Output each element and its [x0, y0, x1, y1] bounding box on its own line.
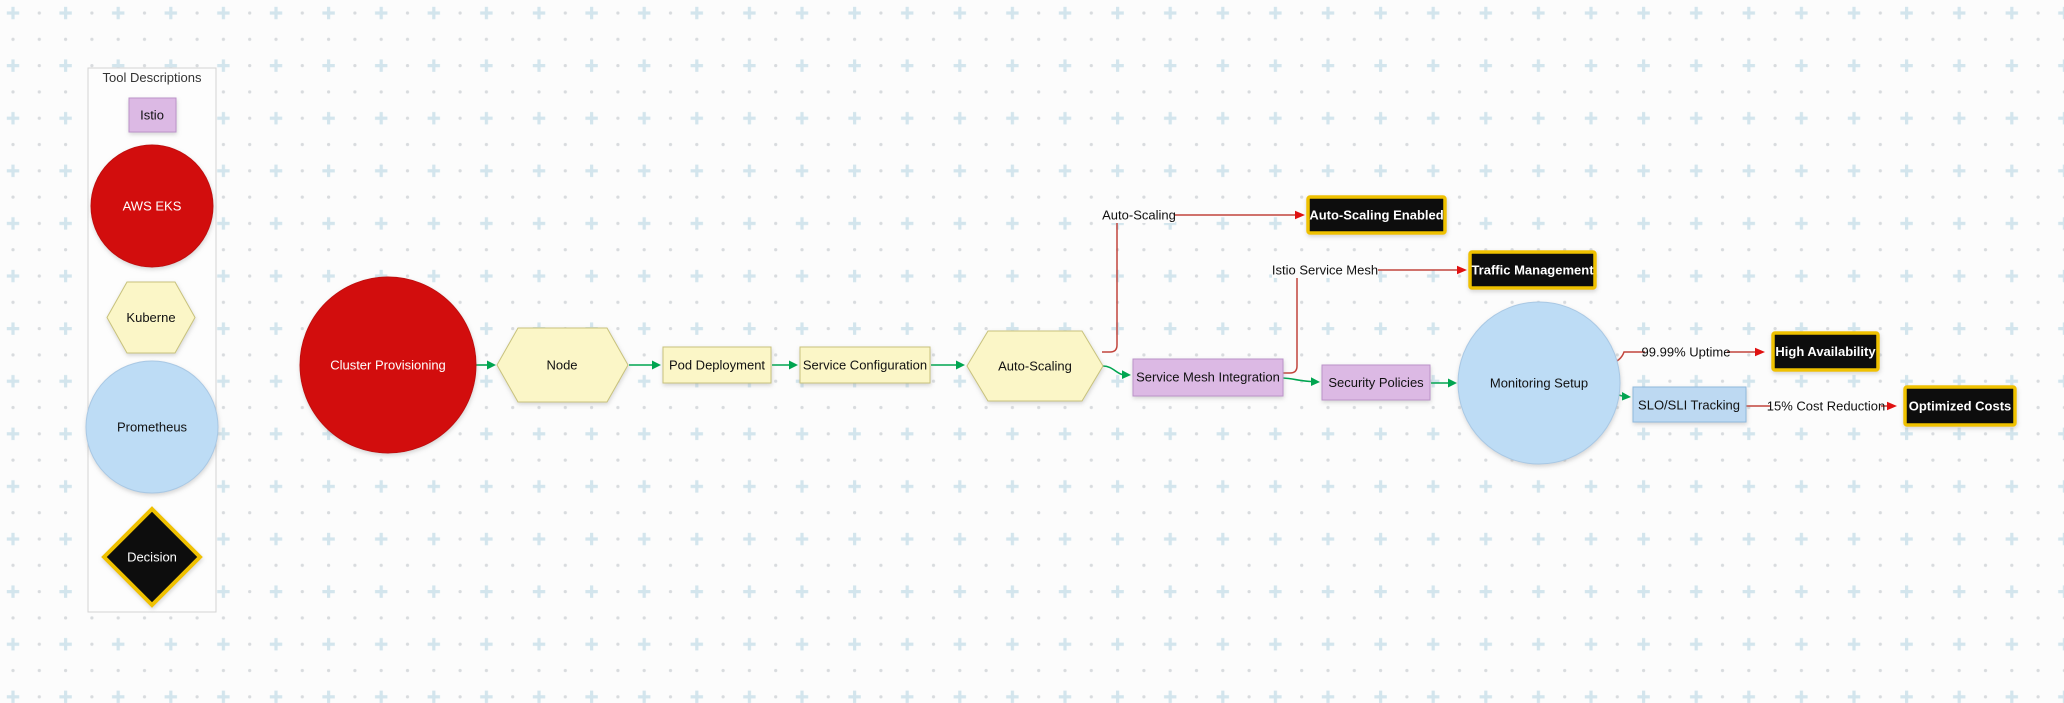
legend-title: Tool Descriptions: [103, 70, 202, 85]
outcome-nodes: Auto-Scaling Enabled Traffic Management …: [1306, 195, 2017, 427]
node-label-auto-scaling: Auto-Scaling: [998, 359, 1072, 374]
node-auto-scaling-enabled: [1306, 195, 1447, 235]
arrowhead-pod-to-serviceconfig: [789, 360, 798, 370]
node-traffic-management: [1468, 250, 1597, 290]
legend-aws-eks-label: AWS EKS: [123, 199, 182, 214]
legend-decision-shape: [101, 506, 203, 608]
legend-prometheus-label: Prometheus: [117, 420, 188, 435]
arrowhead-serviceconfig-to-autoscaling: [956, 360, 965, 370]
legend-kubernetes-label: Kuberne: [126, 310, 175, 325]
node-optimized-costs: [1903, 385, 2017, 427]
node-high-availability: [1771, 331, 1880, 372]
arrowhead-slo-to-costs: [1887, 401, 1897, 411]
legend-decision-label: Decision: [127, 550, 177, 565]
node-node: [496, 327, 629, 403]
legend-panel: Tool Descriptions Istio AWS EKS Kuberne …: [85, 67, 219, 613]
arrowhead-node-to-pod: [652, 360, 661, 370]
arrowhead-cluster-to-node: [487, 360, 496, 370]
node-label-pod-deployment: Pod Deployment: [669, 358, 765, 373]
outcome-label-auto-scaling-enabled: Auto-Scaling Enabled: [1309, 208, 1443, 223]
legend-kubernetes-shape: [106, 281, 196, 354]
node-cluster-provisioning: [299, 276, 477, 454]
edge-label-auto-scaling: Auto-Scaling: [1102, 208, 1176, 223]
node-label-service-configuration: Service Configuration: [803, 358, 927, 373]
node-label-slo-sli-tracking: SLO/SLI Tracking: [1638, 398, 1740, 413]
arrowhead-monitoring-to-slo: [1622, 392, 1631, 401]
edge-label-bg: [1103, 206, 1175, 223]
edge-servicemesh-to-security: [1282, 377, 1312, 383]
outcome-label-high-availability: High Availability: [1775, 344, 1876, 359]
edge-label-bg: [1645, 343, 1727, 360]
node-label-service-mesh-integration: Service Mesh Integration: [1136, 370, 1280, 385]
arrowhead-servicemesh-to-security: [1311, 377, 1320, 386]
node-security-policies: [1321, 364, 1431, 401]
edge-label-uptime: 99.99% Uptime: [1642, 345, 1731, 360]
node-auto-scaling: [966, 330, 1104, 402]
legend-aws-eks-shape: [90, 144, 214, 268]
arrowhead-autoscaling-to-servicemesh: [1122, 370, 1131, 379]
node-label-security-policies: Security Policies: [1328, 375, 1424, 390]
arrowhead-monitoring-to-ha: [1755, 347, 1765, 357]
node-service-configuration: [799, 346, 931, 384]
edge-label-istio-service-mesh: Istio Service Mesh: [1272, 263, 1378, 278]
outcome-label-traffic-management: Traffic Management: [1471, 263, 1594, 278]
edge-label-bg: [1272, 261, 1378, 278]
node-slo-sli-tracking: [1632, 386, 1747, 423]
edge-autoscaling-to-servicemesh: [1102, 365, 1123, 376]
arrowhead-autoscaling-to-enabled: [1295, 210, 1305, 220]
outcome-label-optimized-costs: Optimized Costs: [1909, 399, 2012, 414]
edge-label-cost-reduction: 15% Cost Reduction: [1767, 399, 1886, 414]
node-monitoring-setup: [1457, 301, 1621, 465]
node-label-node: Node: [546, 358, 577, 373]
legend-istio-shape: [128, 97, 177, 133]
node-service-mesh-integration: [1132, 358, 1284, 397]
flow-nodes: Cluster Provisioning Node Pod Deployment…: [299, 276, 1747, 465]
arrowhead-security-to-monitoring: [1448, 378, 1457, 388]
edge-label-bg: [1771, 397, 1881, 414]
node-pod-deployment: [662, 346, 772, 384]
node-label-monitoring-setup: Monitoring Setup: [1490, 376, 1588, 391]
legend-istio-label: Istio: [140, 108, 164, 123]
edge-labels: Auto-Scaling Istio Service Mesh 99.99% U…: [1102, 206, 1885, 414]
node-label-cluster-provisioning: Cluster Provisioning: [330, 358, 446, 373]
arrowhead-servicemesh-to-traffic: [1457, 265, 1467, 275]
legend-prometheus-shape: [85, 360, 219, 494]
